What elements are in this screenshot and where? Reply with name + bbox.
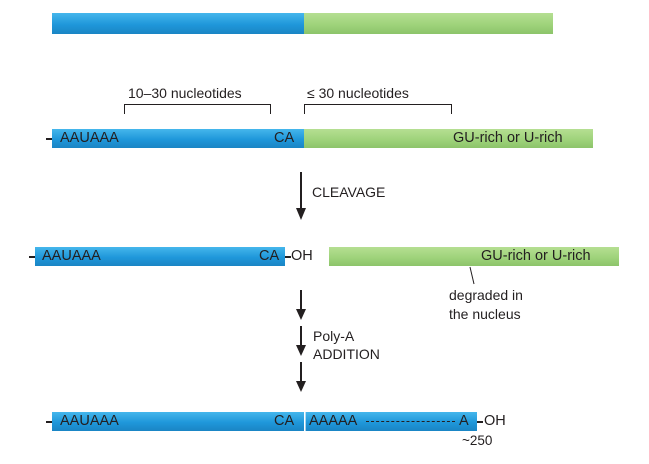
bracket-downstream-label: ≤ 30 nucleotides bbox=[307, 85, 409, 101]
fate-line2: the nucleus bbox=[449, 306, 521, 322]
row4-polya-end: A bbox=[459, 413, 469, 429]
row3-oh-tick bbox=[285, 256, 291, 258]
row4-polya-dashes bbox=[366, 421, 455, 422]
row4-oh-tick bbox=[477, 421, 483, 423]
row2-cleavage-site: CA bbox=[274, 130, 295, 146]
bracket-upstream bbox=[124, 104, 271, 114]
bracket-upstream-label: 10–30 nucleotides bbox=[128, 85, 242, 101]
row1-transcript-blue bbox=[52, 13, 304, 34]
row3-downstream-element: GU-rich or U-rich bbox=[481, 248, 591, 264]
row2-blue-segment bbox=[52, 129, 304, 148]
row2-downstream-element: GU-rich or U-rich bbox=[453, 130, 563, 146]
polya-arrow1-head bbox=[296, 309, 306, 320]
row2-left-tick bbox=[46, 138, 54, 140]
row3-hydroxyl: OH bbox=[291, 248, 313, 264]
row3-cleavage-site: CA bbox=[259, 248, 280, 264]
row3-left-tick bbox=[29, 256, 37, 258]
fate-leader-line bbox=[469, 266, 475, 285]
row3-blue-segment bbox=[35, 247, 285, 266]
row4-polya-start: AAAAA bbox=[309, 413, 358, 429]
row4-blue-segment bbox=[52, 412, 304, 431]
row4-left-tick bbox=[46, 421, 54, 423]
row2-green-segment bbox=[304, 129, 593, 148]
row4-hydroxyl: OH bbox=[484, 413, 506, 429]
row1-transcript-green bbox=[304, 13, 553, 34]
fate-line1: degraded in bbox=[449, 287, 523, 303]
tail-length: ~250 bbox=[462, 433, 493, 448]
row4-signal: AAUAAA bbox=[60, 413, 119, 429]
row4-cleavage-site: CA bbox=[274, 413, 295, 429]
cleavage-label: CLEAVAGE bbox=[312, 184, 386, 200]
polya-arrow2-head bbox=[296, 345, 306, 356]
polya-arrow3-head bbox=[296, 381, 306, 392]
row3-green-fragment bbox=[329, 247, 619, 266]
row3-signal: AAUAAA bbox=[42, 248, 101, 264]
bracket-downstream bbox=[304, 104, 452, 114]
polya-label-line1: Poly-A bbox=[313, 328, 355, 344]
row2-signal: AAUAAA bbox=[60, 130, 119, 146]
polya-label-line2: ADDITION bbox=[313, 346, 380, 362]
cleavage-arrow-head bbox=[296, 208, 306, 220]
